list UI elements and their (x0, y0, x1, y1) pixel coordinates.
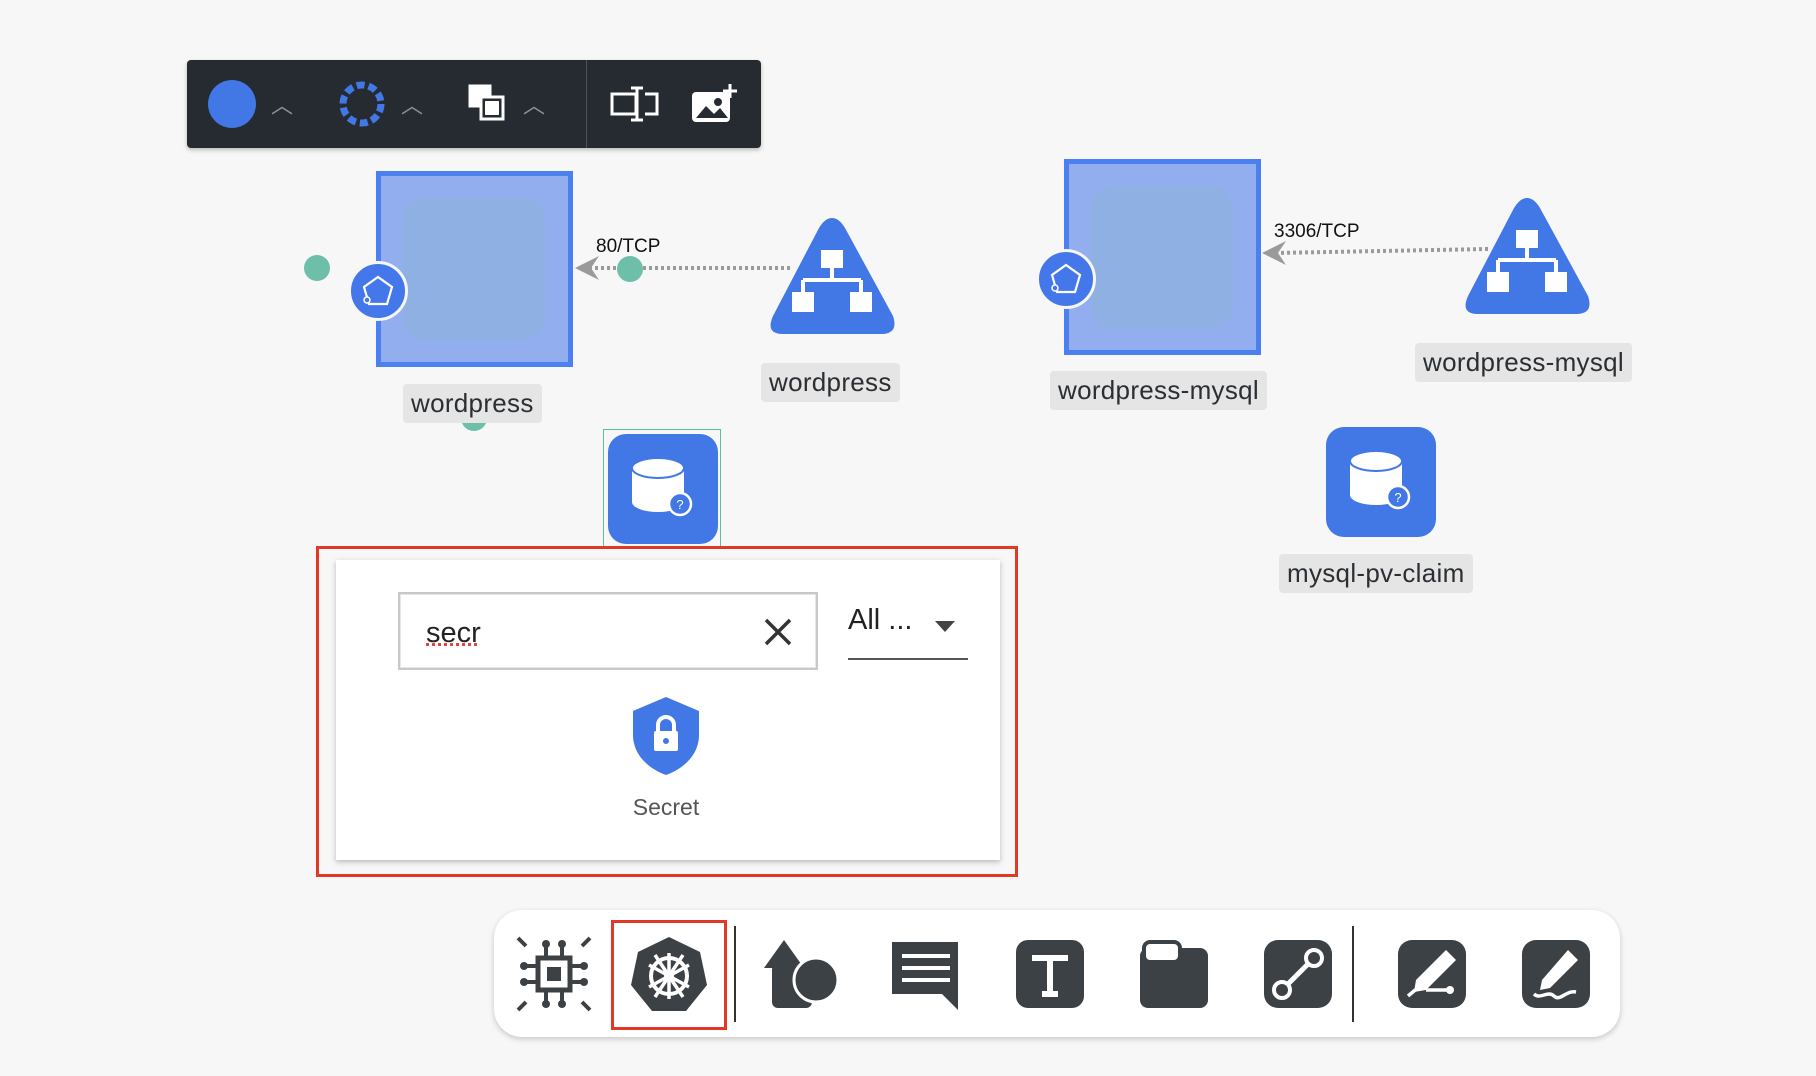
chevron-up-icon: ︿ (271, 93, 294, 118)
comment-icon (892, 942, 958, 1010)
add-image-icon (692, 84, 737, 122)
text-align-button[interactable] (609, 60, 661, 148)
pentagon-icon (362, 275, 394, 306)
edge-label-80-tcp: 80/TCP (596, 236, 661, 257)
deployment-node-wordpress[interactable] (376, 171, 573, 367)
service-icon[interactable] (1460, 190, 1594, 324)
add-image-button[interactable] (690, 60, 738, 148)
stroke-color-button[interactable]: ︿ (337, 60, 423, 148)
kubernetes-icon (631, 937, 707, 1011)
filter-value: All ... (848, 604, 913, 636)
fill-color-icon (208, 80, 256, 128)
freehand-icon (1522, 940, 1590, 1008)
kubernetes-button[interactable] (629, 934, 709, 1014)
node-label: wordpress (761, 363, 900, 402)
toolbar-divider (734, 926, 736, 1022)
database-icon: ? (1349, 450, 1411, 510)
connector-button[interactable] (1258, 934, 1338, 1014)
style-toolbar: ︿ ︿ ︿ (187, 60, 761, 148)
highlight-box (611, 920, 727, 1030)
shapes-button[interactable] (762, 934, 842, 1014)
filter-dropdown[interactable]: All ... (848, 604, 968, 660)
toolbar-divider (586, 60, 587, 148)
connector-icon (1264, 940, 1332, 1008)
node-label: wordpress-mysql (1415, 343, 1632, 382)
edge-arrowhead (575, 256, 599, 280)
chevron-down-icon (935, 621, 955, 632)
pen-button[interactable] (1392, 934, 1472, 1014)
components-icon (516, 936, 592, 1012)
database-icon: ? (631, 457, 693, 517)
connection-handle[interactable] (617, 256, 643, 282)
node-label: mysql-pv-claim (1279, 554, 1473, 593)
chevron-up-icon: ︿ (523, 93, 546, 118)
section-button[interactable] (1134, 934, 1214, 1014)
text-icon (1016, 940, 1084, 1008)
pod-port-icon[interactable] (1036, 249, 1096, 309)
layer-order-icon (468, 84, 505, 121)
fill-color-button[interactable]: ︿ (207, 60, 293, 148)
text-button[interactable] (1010, 934, 1090, 1014)
text-align-icon (610, 86, 659, 122)
search-box (398, 592, 818, 670)
search-input[interactable] (424, 612, 748, 654)
stroke-color-icon (339, 81, 385, 127)
pvc-node[interactable]: ? (608, 434, 718, 544)
result-label: Secret (632, 794, 700, 820)
result-item-secret[interactable]: Secret (566, 695, 766, 821)
shapes-icon (764, 940, 840, 1008)
edge-label-3306-tcp: 3306/TCP (1274, 221, 1360, 242)
secret-shield-icon (633, 697, 699, 775)
chevron-up-icon: ︿ (401, 93, 424, 118)
freehand-button[interactable] (1516, 934, 1596, 1014)
edge-arrowhead (1262, 241, 1286, 265)
pentagon-icon (1050, 263, 1082, 294)
deployment-node-wordpress-mysql[interactable] (1064, 159, 1261, 355)
node-inner (403, 198, 545, 340)
service-icon[interactable] (765, 210, 899, 344)
pvc-node[interactable]: ? (1326, 427, 1436, 537)
svg-text:?: ? (1394, 490, 1401, 505)
node-label: wordpress-mysql (1050, 371, 1267, 410)
node-label: wordpress (403, 384, 542, 423)
pod-port-icon[interactable] (348, 261, 408, 321)
highlight-box (316, 546, 1018, 877)
toolbar-divider (1352, 926, 1354, 1022)
layer-order-button[interactable]: ︿ (467, 60, 545, 148)
edge-3306-tcp (1274, 247, 1489, 255)
component-search-panel: All ... Secret (336, 560, 1000, 860)
comment-button[interactable] (886, 934, 966, 1014)
connection-handle[interactable] (304, 255, 330, 281)
clear-icon[interactable] (762, 616, 794, 648)
svg-text:?: ? (676, 497, 683, 512)
components-button[interactable] (514, 934, 594, 1014)
bottom-toolbar (494, 910, 1620, 1037)
node-inner (1091, 186, 1233, 328)
section-icon (1140, 940, 1208, 1008)
pen-icon (1398, 940, 1466, 1008)
